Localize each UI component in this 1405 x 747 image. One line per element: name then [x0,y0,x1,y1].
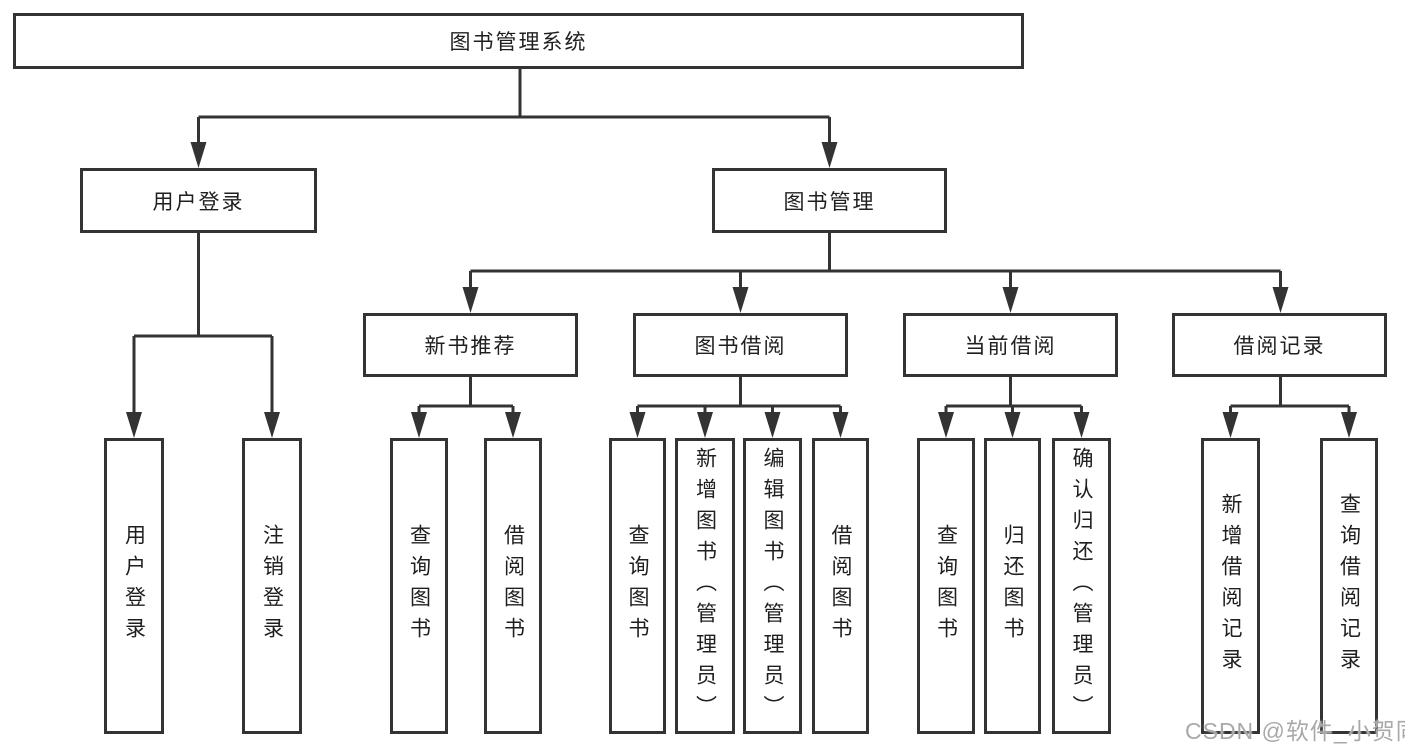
arrowhead [938,412,954,438]
node-new-book-recommend: 新书推荐 [363,313,578,377]
arrowhead [264,412,280,438]
leaf-logout: 注销登录 [242,438,302,734]
arrowhead [1272,287,1289,313]
leaf-bb-add-books-admin: 新增图书（管理员） [675,438,735,734]
leaf-cb-query-books: 查询图书 [917,438,975,734]
arrowhead [1002,287,1019,313]
connector-book-borrowing [636,377,842,414]
arrowhead [126,412,142,438]
arrowhead [505,412,521,438]
connector-new-book-recommend [417,377,515,414]
connector-user-login [132,233,274,414]
arrowhead [1004,412,1021,438]
node-book-management: 图书管理 [712,168,947,233]
arrowhead [832,412,849,438]
arrowhead [1222,412,1239,438]
arrowhead [821,142,838,168]
leaf-bb-edit-books-admin: 编辑图书（管理员） [743,438,802,734]
leaf-user-login: 用户登录 [104,438,164,734]
node-user-login: 用户登录 [80,168,317,233]
node-book-borrowing: 图书借阅 [633,313,848,377]
arrowhead [697,412,713,438]
leaf-bb-query-books: 查询图书 [609,438,666,734]
connector-book-management [469,233,1282,289]
connector-current-borrowing [944,377,1083,414]
arrowhead [1073,412,1090,438]
connector-root [197,69,831,146]
leaf-cb-confirm-return-admin: 确认归还（管理员） [1052,438,1111,734]
leaf-bb-borrow-books: 借阅图书 [812,438,869,734]
arrowhead [411,412,427,438]
arrowhead [732,287,749,313]
csdn-watermark: CSDN @软件_小贺同学 [1185,718,1405,744]
connector-borrowing-records [1229,377,1351,414]
leaf-nb-borrow-books: 借阅图书 [484,438,542,734]
leaf-nb-query-books: 查询图书 [390,438,448,734]
node-current-borrowing: 当前借阅 [903,313,1118,377]
arrowhead [764,412,781,438]
leaf-br-add-borrow-record: 新增借阅记录 [1201,438,1260,734]
node-library-management-system: 图书管理系统 [13,13,1024,69]
arrowhead [1341,412,1357,438]
arrowhead [190,142,207,168]
arrowhead [462,287,479,313]
leaf-cb-return-books: 归还图书 [984,438,1041,734]
arrowhead [629,412,646,438]
node-borrowing-records: 借阅记录 [1172,313,1387,377]
leaf-br-query-borrow-record: 查询借阅记录 [1320,438,1378,734]
